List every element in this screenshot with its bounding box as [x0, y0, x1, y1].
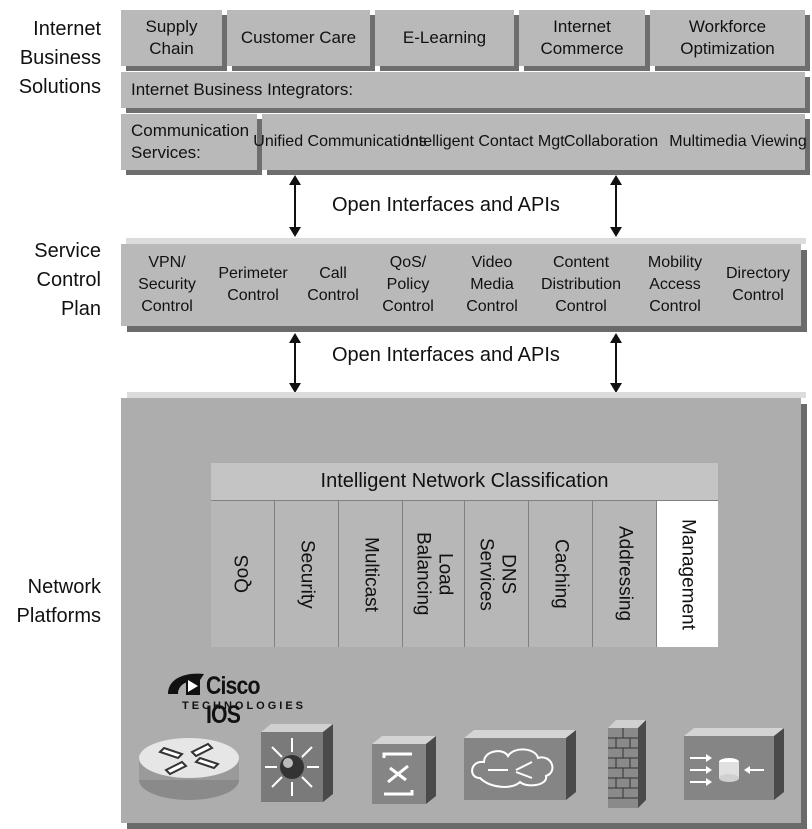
sc-call: Call Control — [307, 265, 359, 304]
api-label-1: Open Interfaces and APIs — [332, 194, 560, 216]
label-network-platforms: Network Platforms — [16, 576, 101, 627]
class-management: Management — [657, 501, 718, 647]
class-qos: QoS — [211, 501, 275, 647]
cisco-ios-logo: Cisco IOS TECHNOLOGIES — [162, 668, 312, 729]
service-control-bar — [121, 244, 801, 326]
label-service-control-plan: Service Control Plan — [34, 240, 101, 320]
comm-unified-communications: Unified Communications — [253, 133, 427, 150]
sc-directory: Directory Control — [725, 265, 790, 304]
comm-collaboration: Collaboration — [563, 133, 659, 150]
box-e-learning: E-Learning — [375, 10, 514, 66]
box-workforce-optimization: Workforce Optimization — [650, 10, 805, 66]
class-caching: Caching — [529, 501, 593, 647]
integrators-bar: Internet Business Integrators: — [121, 72, 805, 108]
comm-services-bar — [262, 114, 805, 170]
double-arrow-icon — [289, 175, 301, 237]
double-arrow-icon — [610, 175, 622, 237]
service-bar-top — [126, 238, 806, 244]
comm-intelligent-contact: Intelligent Contact Mgt — [405, 133, 565, 150]
comm-multimedia-viewing: Multimedia Viewing — [669, 133, 807, 150]
sc-content-distribution: Content Distribution Control — [540, 254, 622, 315]
sc-mobility-access: Mobility Access Control — [647, 254, 703, 315]
firewall-icon — [608, 720, 646, 808]
sc-qos-policy: QoS/ Policy Control — [382, 254, 434, 315]
switch-icon — [261, 724, 333, 802]
class-multicast: Multicast — [339, 501, 403, 647]
router-icon — [139, 738, 239, 800]
layer3-switch-icon — [372, 736, 436, 804]
classification-title: Intelligent Network Classification — [211, 463, 718, 501]
box-supply-chain: Supply Chain — [121, 10, 222, 66]
class-addressing: Addressing — [593, 501, 657, 647]
cloud-network-icon — [464, 730, 576, 800]
box-customer-care: Customer Care — [227, 10, 370, 66]
double-arrow-icon — [289, 333, 301, 393]
sc-video-media: Video Media Control — [466, 254, 518, 315]
content-engine-icon — [684, 728, 784, 800]
class-security: Security — [275, 501, 339, 647]
sc-vpn-security: VPN/ Security Control — [138, 254, 196, 315]
class-load-balancing: Load Balancing — [403, 501, 465, 647]
comm-services-label: Communication Services: — [121, 114, 257, 170]
box-internet-commerce: Internet Commerce — [519, 10, 645, 66]
label-internet-business-solutions: Internet Business Solutions — [18, 18, 101, 98]
api-label-2: Open Interfaces and APIs — [332, 344, 560, 366]
platform-top — [127, 392, 806, 398]
sc-perimeter: Perimeter Control — [218, 265, 288, 304]
double-arrow-icon — [610, 333, 622, 393]
class-dns-services: DNS Services — [465, 501, 529, 647]
